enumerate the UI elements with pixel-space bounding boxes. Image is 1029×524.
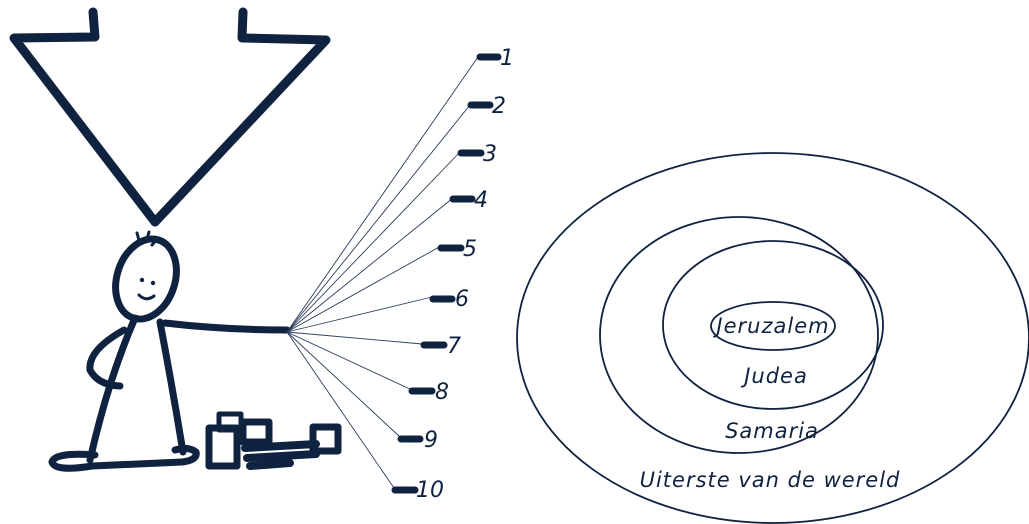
figure-arm-left <box>86 326 128 390</box>
figure-arm-right <box>161 319 291 334</box>
figure-eye <box>150 280 156 286</box>
oval-second <box>662 240 884 410</box>
figure-hair <box>135 230 160 247</box>
place-labels: Jeruzalem Judea Samaria Uiterste van de … <box>640 314 901 492</box>
number-label-7: 7 <box>447 334 461 359</box>
label-uiterste: Uiterste van de wereld <box>640 468 901 492</box>
number-label-2: 2 <box>492 94 506 119</box>
number-label-1: 1 <box>500 46 514 71</box>
concentric-ovals <box>516 152 1029 524</box>
number-label-8: 8 <box>435 380 449 405</box>
number-label-5: 5 <box>463 237 477 262</box>
number-label-9: 9 <box>424 428 438 453</box>
figure-head <box>112 235 180 323</box>
number-dashes <box>391 53 502 494</box>
number-label-3: 3 <box>483 142 497 167</box>
label-judea: Judea <box>740 364 808 388</box>
figure-eye <box>139 277 145 283</box>
number-label-6: 6 <box>455 287 469 312</box>
number-labels: 1 2 3 4 5 6 7 8 9 10 <box>416 46 514 503</box>
fan-lines <box>286 56 479 489</box>
oval-third <box>599 216 879 454</box>
oval-inner <box>710 301 836 351</box>
down-arrow-icon <box>9 7 331 227</box>
stick-figure <box>48 230 291 472</box>
label-jeruzalem: Jeruzalem <box>712 314 829 338</box>
figure-legs <box>48 444 200 472</box>
oval-outer <box>516 152 1029 524</box>
blocks <box>205 411 342 470</box>
number-label-10: 10 <box>416 478 444 503</box>
label-samaria: Samaria <box>725 419 819 443</box>
figure-smile <box>137 293 156 301</box>
number-label-4: 4 <box>474 188 488 213</box>
